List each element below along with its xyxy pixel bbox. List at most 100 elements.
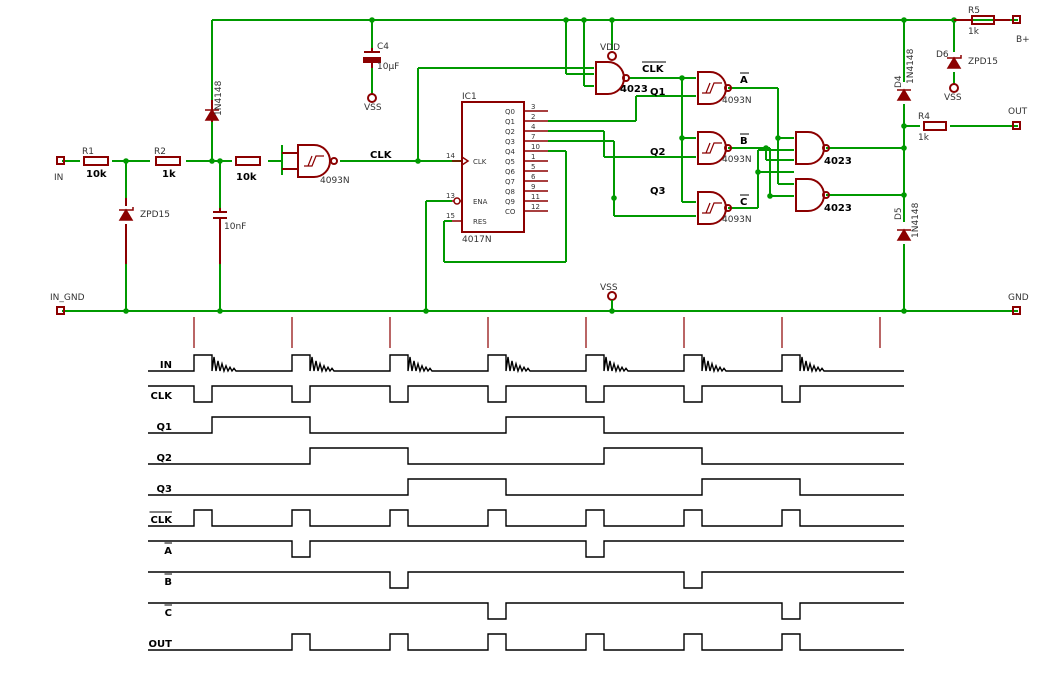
vss-symbol-main (607, 291, 617, 301)
zd-in-value: ZPD15 (140, 210, 170, 220)
net-c-bar-label: C (740, 197, 747, 208)
schmitt-gate-symbol (297, 144, 331, 178)
ic1-pin-label: ENA (473, 198, 488, 206)
junction-dot (611, 195, 617, 201)
junction-dot (217, 158, 223, 164)
junction-dot (123, 158, 129, 164)
timing-trace (148, 447, 904, 465)
nand3-mid-type: 4023 (824, 156, 852, 167)
net-q1-label: Q1 (650, 87, 666, 98)
timing-signal-label: IN (160, 360, 172, 371)
ic1-pin-label: Q4 (505, 148, 516, 156)
d5-value: 1N4148 (911, 202, 921, 238)
gate-c-type: 4093N (722, 215, 752, 225)
junction-dot (901, 17, 907, 23)
ic1-pin-number: 9 (531, 183, 535, 191)
schematic-labels: IN IN_GND B+ OUT GND R1 10k R2 1k 10k R4… (50, 6, 1030, 303)
part-outlines (56, 15, 1021, 315)
ic1-pin-number: 1 (531, 153, 535, 161)
clk-edge-marker (461, 156, 470, 166)
resistor-r3-symbol (235, 156, 261, 166)
timing-trace (148, 478, 904, 496)
vss-d6-label: VSS (944, 93, 962, 103)
clamp-diode-value: 1N4148 (214, 80, 224, 116)
net-q2-label: Q2 (650, 147, 666, 158)
port-in-gnd-label: IN_GND (50, 293, 85, 303)
timing-trace (148, 354, 904, 374)
timing-signal-label: CLK (151, 515, 174, 526)
junction-dots (123, 17, 957, 314)
r1-name: R1 (82, 147, 94, 157)
timing-signal-label: OUT (149, 639, 173, 650)
junction-dot (581, 17, 587, 23)
timing-trace (148, 540, 904, 558)
ic1-pin-number: 14 (446, 152, 455, 160)
timing-signal-label: A (164, 546, 172, 557)
ic1-pin-label: Q1 (505, 118, 515, 126)
timing-trace (148, 385, 904, 403)
ena-inversion-bubble (453, 197, 461, 205)
resistor-r1-symbol (83, 156, 109, 166)
timing-signal-label: Q3 (157, 484, 173, 495)
nand3-low-type: 4023 (824, 203, 852, 214)
port-bplus-label: B+ (1016, 35, 1030, 45)
schmitt-gate-type: 4093N (320, 176, 350, 186)
hysteresis-glyphs (304, 82, 722, 214)
junction-dot (415, 158, 421, 164)
d6-name: D6 (936, 50, 949, 60)
vdd-symbol (607, 51, 617, 61)
junction-dot (767, 193, 773, 199)
timing-trace (148, 416, 904, 434)
timing-trace (148, 571, 904, 589)
junction-dot (755, 169, 761, 175)
net-q3-label: Q3 (650, 186, 666, 197)
ic1-pin-label: Q8 (505, 188, 515, 196)
net-a-bar-label: A (740, 75, 748, 86)
ic1-pin-label: Q3 (505, 138, 515, 146)
ic1-pin-number: 10 (531, 143, 540, 151)
ic1-pin-label: Q5 (505, 158, 515, 166)
timing-signal-label: C (165, 608, 172, 619)
junction-dot (123, 308, 129, 314)
r2-name: R2 (154, 147, 166, 157)
junction-dot (901, 145, 907, 151)
vss-symbol-d6 (949, 83, 959, 93)
timing-trace (148, 509, 904, 527)
ic1-pin-label: Q7 (505, 178, 515, 186)
junction-dot (423, 308, 429, 314)
ic1-pin-number: 7 (531, 133, 535, 141)
ic1-name: IC1 (462, 92, 477, 102)
diode-symbols (118, 55, 962, 241)
timing-trace (148, 602, 904, 620)
ic1-pin-number: 13 (446, 192, 455, 200)
timing-signal-label: CLK (151, 391, 174, 402)
timing-signal-label: B (164, 577, 172, 588)
gate-b-type: 4093N (722, 155, 752, 165)
junction-dot (775, 135, 781, 141)
c4-value: 10µF (377, 62, 399, 72)
ic1-body (461, 101, 525, 233)
ic1-pin-number: 2 (531, 113, 535, 121)
vdd-label: VDD (600, 43, 620, 53)
c-filter-value: 10nF (224, 222, 246, 232)
gate-a-type: 4093N (722, 96, 752, 106)
timing-signal-label: Q2 (157, 453, 173, 464)
ic1-pin-number: 12 (531, 203, 540, 211)
port-in-label: IN (54, 173, 63, 183)
junction-dot (609, 17, 615, 23)
nand3-top-type: 4023 (620, 84, 648, 95)
vss-symbol-c4 (367, 93, 377, 103)
ic1-pin-number: 5 (531, 163, 535, 171)
ic1-pin-number: 11 (531, 193, 540, 201)
port-gnd-label: GND (1008, 293, 1029, 303)
timing-signal-label: Q1 (157, 422, 173, 433)
vss-c4-label: VSS (364, 103, 382, 113)
ic1-pin-label: Q9 (505, 198, 515, 206)
r2-value: 1k (162, 169, 176, 180)
net-clk-label: CLK (370, 150, 393, 161)
ic1-pin-label: Q2 (505, 128, 515, 136)
ic1-pin-label: Q0 (505, 108, 515, 116)
ic1-pin-number: 6 (531, 173, 536, 181)
d4-value: 1N4148 (906, 48, 916, 84)
